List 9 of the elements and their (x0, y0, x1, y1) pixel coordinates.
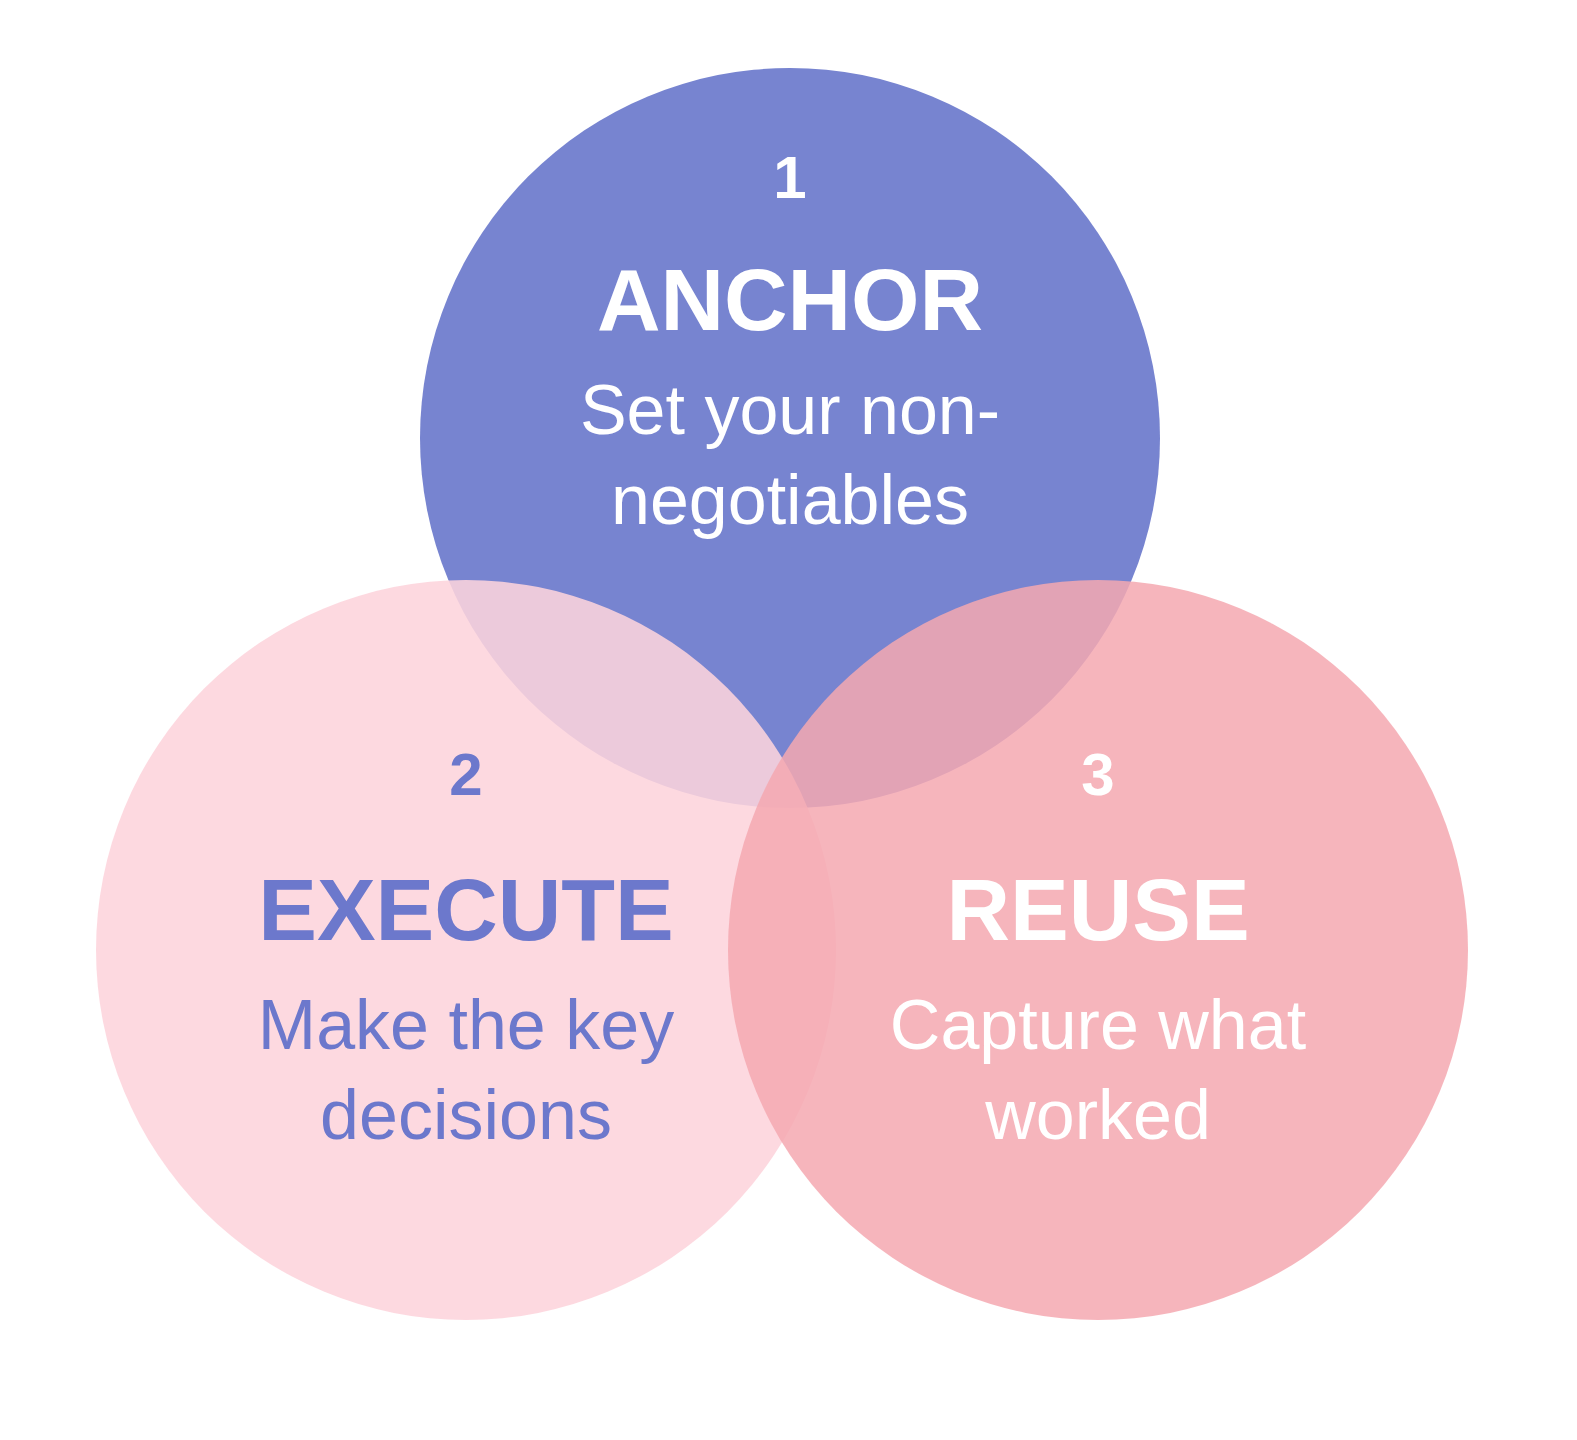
step-heading: EXECUTE (258, 860, 674, 960)
step-number: 3 (1081, 740, 1115, 810)
step-description: Set your non-negotiables (578, 370, 1002, 541)
step-description: Capture what worked (888, 985, 1308, 1156)
step-number: 2 (449, 740, 483, 810)
step-heading: REUSE (946, 860, 1250, 960)
step-description: Make the key decisions (256, 985, 676, 1156)
step-heading: ANCHOR (596, 250, 984, 350)
step-number: 1 (773, 143, 807, 213)
